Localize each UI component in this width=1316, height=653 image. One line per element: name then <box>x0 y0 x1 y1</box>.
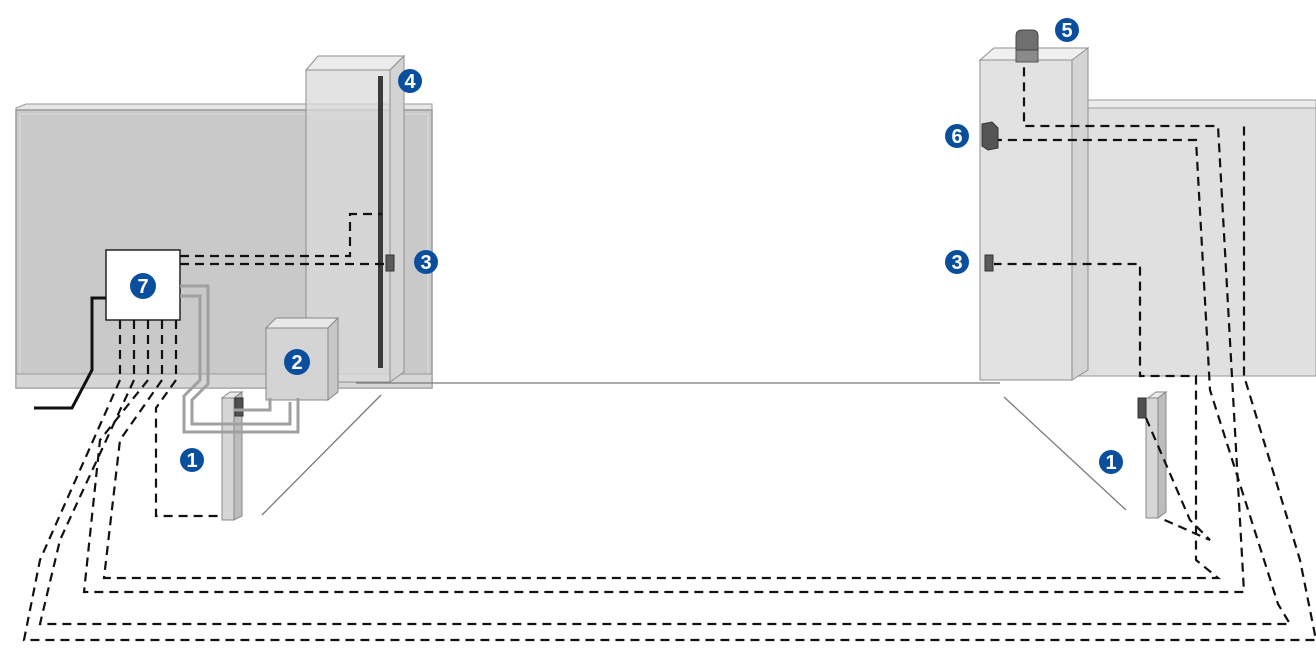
badge-1-left: 1 <box>180 448 204 472</box>
right-pillar <box>978 47 1090 381</box>
safety-edge-strip <box>378 76 383 368</box>
badge-1-right-label: 1 <box>1105 452 1116 474</box>
badge-6-label: 6 <box>951 126 962 148</box>
power-cable <box>34 296 106 410</box>
badge-1-right: 1 <box>1099 450 1123 474</box>
badge-3-right: 3 <box>945 250 969 274</box>
photocell-post-right <box>1137 391 1168 519</box>
badge-5: 5 <box>1055 18 1079 42</box>
conduit-cable <box>180 284 300 434</box>
ground-lines <box>261 382 1127 516</box>
badge-3-left-label: 3 <box>420 252 431 274</box>
badge-3-right-label: 3 <box>951 252 962 274</box>
badge-4-label: 4 <box>404 71 416 93</box>
receiver-right-device <box>984 254 994 272</box>
receiver-left-device <box>385 254 395 272</box>
badge-1-left-label: 1 <box>186 450 197 472</box>
badge-2-label: 2 <box>291 352 302 374</box>
right-wall <box>1070 99 1316 377</box>
badge-7: 7 <box>130 273 156 299</box>
key-selector-device <box>981 121 999 151</box>
badge-7-label: 7 <box>137 276 148 298</box>
badge-3-left: 3 <box>414 250 438 274</box>
flashing-light <box>1015 29 1039 63</box>
dashed-wiring <box>22 62 1316 642</box>
badge-5-label: 5 <box>1061 20 1072 42</box>
badge-2: 2 <box>284 349 310 375</box>
badge-4: 4 <box>398 69 422 93</box>
badge-6: 6 <box>945 124 969 148</box>
